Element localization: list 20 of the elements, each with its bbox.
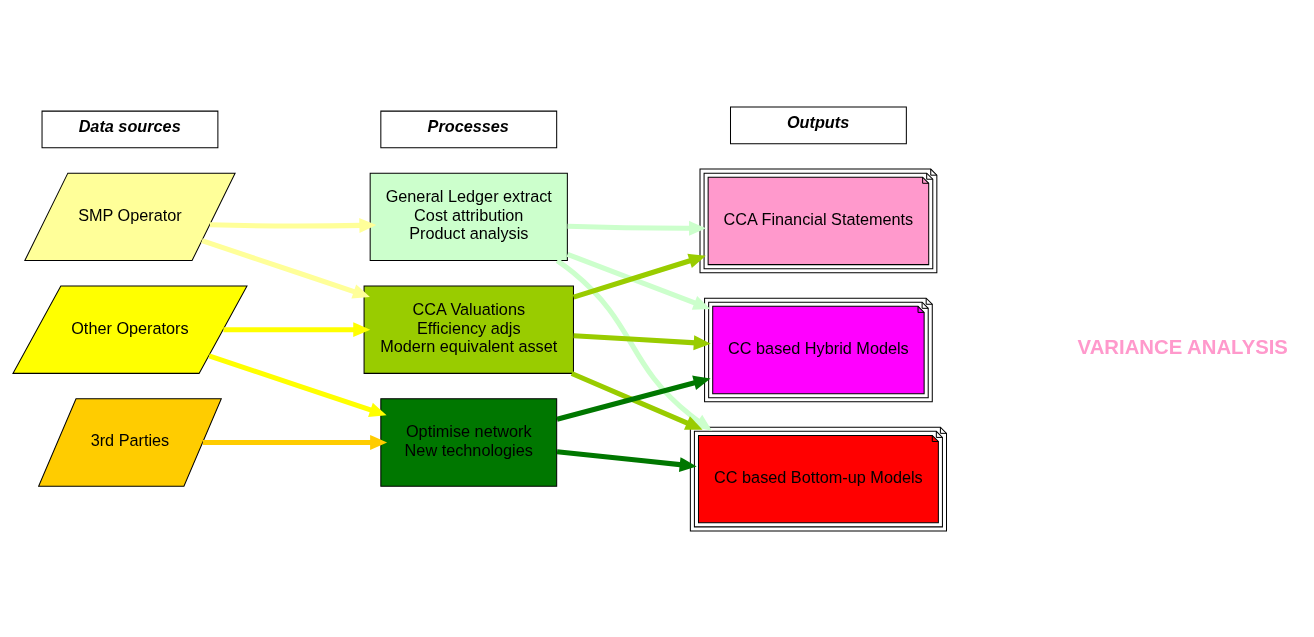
node-box: Processes — [380, 110, 558, 148]
arrow — [208, 352, 387, 417]
arrow — [555, 258, 713, 431]
arrow — [223, 321, 371, 337]
arrow — [567, 220, 707, 236]
node-box: Outputs — [730, 106, 907, 144]
node-box: Optimise network New technologies — [380, 397, 558, 487]
arrow — [572, 253, 706, 300]
arrow — [570, 370, 703, 430]
arrow — [202, 434, 388, 450]
arrow — [556, 448, 697, 472]
node-box: Data sources — [41, 110, 219, 148]
arrow — [556, 375, 711, 422]
arrow — [209, 217, 377, 233]
arrow — [566, 251, 711, 310]
node-box: CCA Valuations Efficiency adjs Modern equivalent asset — [363, 284, 574, 374]
arrow — [573, 332, 711, 350]
arrow — [201, 237, 370, 299]
label: VARIANCE ANALYSIS — [1077, 335, 1288, 358]
node-box: General Ledger extract Cost attribution Product analysis — [369, 172, 568, 261]
